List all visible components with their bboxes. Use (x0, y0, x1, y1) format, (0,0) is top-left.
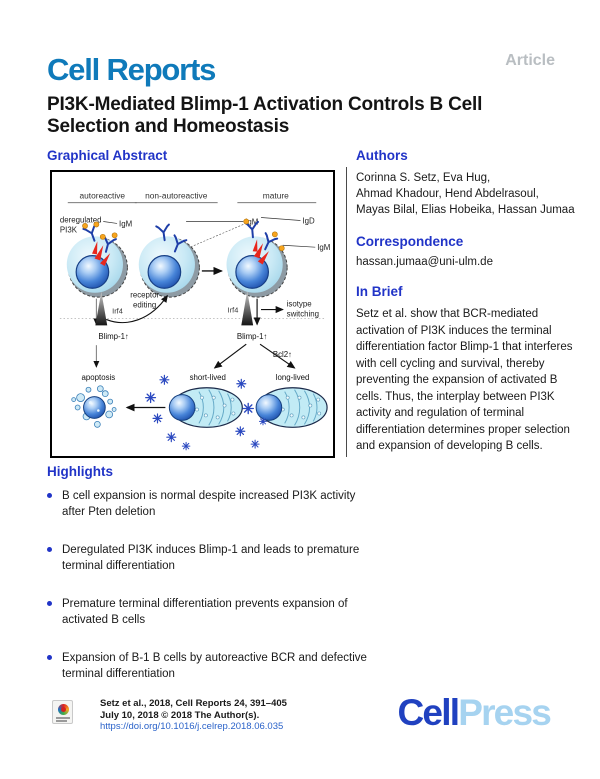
figure-label-blimp1-right: Blimp-1↑ (237, 332, 268, 341)
figure-label-irf4-right: Irf4 (228, 306, 239, 315)
highlights-heading: Highlights (47, 464, 113, 479)
figure-label-editing: editing (133, 301, 156, 310)
figure-label-bcl2: Bcl2↑ (273, 350, 292, 359)
figure-label-deregulated: deregulated (60, 215, 102, 224)
crossmark-icon (57, 704, 69, 715)
label-line (282, 244, 316, 248)
paper-title-line2: Selection and Homeostasis (47, 116, 290, 137)
correspondence-email: hassan.jumaa@uni-ulm.de (356, 256, 493, 268)
badge-text-bar (56, 720, 67, 722)
figure-label-isotype: isotype (287, 300, 313, 309)
figure-label-switching: switching (287, 309, 319, 318)
figure-label-igm-middle: IgM (245, 217, 258, 226)
figure-label-mature: mature (263, 191, 289, 201)
irf4-gradient-triangle-right (241, 290, 254, 326)
badge-text-bar (56, 717, 70, 719)
in-brief-heading: In Brief (356, 284, 403, 299)
citation-line1: Setz et al., 2018, Cell Reports 24, 391–… (100, 698, 287, 709)
highlights-section: Highlights B cell expansion is normal de… (47, 464, 367, 704)
bullet-dot (47, 655, 52, 660)
paper-title-line1: PI3K-Mediated Blimp-1 Activation Control… (47, 94, 483, 115)
apoptotic-cell-icon (71, 385, 117, 428)
highlight-item: Deregulated PI3K induces Blimp-1 and lea… (47, 542, 367, 574)
highlight-text: Premature terminal differentiation preve… (62, 598, 348, 626)
authors-heading: Authors (356, 148, 408, 163)
short-lived-plasma-cell-icon (168, 387, 243, 428)
figure-label-autoreactive: autoreactive (80, 191, 126, 201)
autoreactive-b-cell-icon (66, 221, 128, 298)
graphical-abstract-figure: autoreactive non-autoreactive mature der… (50, 170, 335, 458)
crossmark-badge[interactable] (52, 700, 73, 724)
bullet-dot (47, 493, 52, 498)
right-column: Authors Corinna S. Setz, Eva Hug, Ahmad … (356, 148, 582, 455)
doi-link[interactable]: https://doi.org/10.1016/j.celrep.2018.06… (100, 721, 284, 732)
graphical-abstract-heading: Graphical Abstract (47, 148, 168, 163)
cellpress-logo-cell: Cell (397, 692, 460, 733)
highlight-text: B cell expansion is normal despite incre… (62, 490, 356, 518)
figure-label-igm-right: IgM (317, 243, 330, 252)
journal-logo: Cell Reports (47, 52, 216, 87)
correspondence-heading: Correspondence (356, 234, 464, 249)
column-divider (346, 167, 347, 457)
in-brief-text: Setz et al. show that BCR-mediated activ… (356, 308, 573, 452)
cellpress-logo: CellPress (397, 692, 552, 734)
figure-label-igd: IgD (302, 216, 315, 225)
cellpress-logo-press: Press (458, 692, 552, 733)
short-lived-branch-arrow (213, 343, 247, 369)
graphical-abstract-svg: autoreactive non-autoreactive mature der… (60, 191, 330, 451)
label-line (103, 221, 118, 224)
authors-line1: Corinna S. Setz, Eva Hug, (356, 172, 491, 184)
figure-label-igm-left: IgM (119, 219, 132, 228)
long-lived-plasma-cell-icon (255, 387, 328, 428)
figure-label-short-lived: short-lived (190, 373, 226, 382)
figure-label-non-autoreactive: non-autoreactive (145, 191, 208, 201)
highlight-item: Expansion of B-1 B cells by autoreactive… (47, 650, 367, 682)
authors-line3: Mayas Bilal, Elias Hobeika, Hassan Jumaa (356, 204, 575, 216)
figure-label-long-lived: long-lived (276, 373, 310, 382)
mature-b-cell-icon (226, 218, 288, 298)
non-autoreactive-b-cell-icon (138, 223, 200, 298)
highlight-item: Premature terminal differentiation preve… (47, 596, 367, 628)
authors-line2: Ahmad Khadour, Hend Abdelrasoul, (356, 188, 539, 200)
bullet-dot (47, 547, 52, 552)
article-type-label: Article (505, 52, 555, 69)
paper-title: PI3K-Mediated Blimp-1 Activation Control… (47, 94, 482, 138)
highlight-text: Deregulated PI3K induces Blimp-1 and lea… (62, 544, 360, 572)
figure-label-blimp1-left: Blimp-1↑ (98, 332, 129, 341)
irf4-gradient-triangle-left (95, 291, 108, 326)
highlight-text: Expansion of B-1 B cells by autoreactive… (62, 652, 367, 680)
figure-label-receptor: receptor (130, 291, 159, 300)
label-dashed-line (189, 224, 244, 248)
highlight-item: B cell expansion is normal despite incre… (47, 488, 367, 520)
receptor-editing-arrow (106, 294, 168, 324)
authors-names: Corinna S. Setz, Eva Hug, Ahmad Khadour,… (356, 170, 582, 218)
label-line (260, 217, 301, 221)
citation-block: Setz et al., 2018, Cell Reports 24, 391–… (100, 698, 287, 733)
long-lived-branch-arrow (259, 343, 296, 369)
citation-line2: July 10, 2018 © 2018 The Author(s). (100, 709, 260, 721)
figure-label-irf4-left: Irf4 (112, 306, 123, 315)
figure-label-apoptosis: apoptosis (81, 373, 115, 382)
bullet-dot (47, 601, 52, 606)
figure-label-pi3k: PI3K (60, 225, 78, 234)
